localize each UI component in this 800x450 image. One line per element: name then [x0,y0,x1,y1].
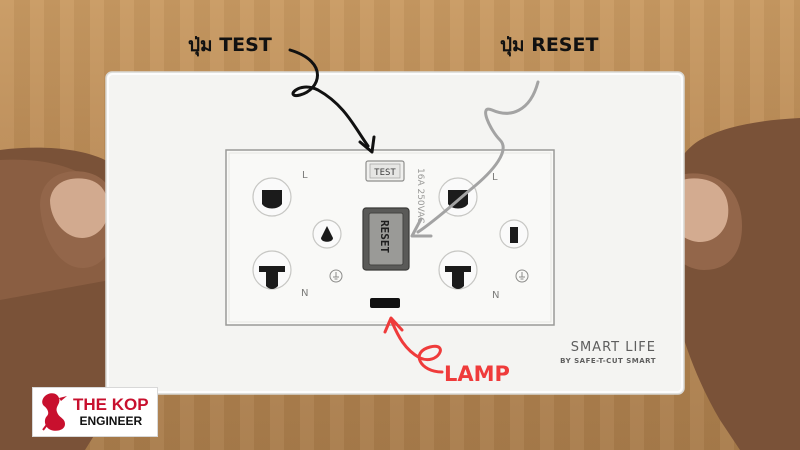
test-annotation-label: ปุ่ม TEST [188,34,272,56]
reset-annotation-label: ปุ่ม RESET [500,34,599,56]
right-N-mark: N [492,290,499,301]
reset-arrowhead [410,217,433,238]
left-thumbnail [50,178,109,238]
left-N-mark: N [301,288,308,299]
logo-text: THE KOP ENGINEER [73,394,149,429]
reset-arrow [416,80,540,234]
left-socket [252,177,343,290]
rating-mark: 16A 250VAC [415,168,425,224]
lamp-arrow [390,320,444,374]
channel-logo: THE KOP ENGINEER [32,387,158,437]
brand-name: SMART LIFE [570,340,656,355]
test-button-text: TEST [374,168,396,178]
lamp-arrowhead [383,316,404,334]
test-button[interactable]: TEST [365,160,405,182]
liverbird-crest-icon [42,393,67,431]
test-arrow [288,48,370,148]
left-L-mark: L [302,170,308,181]
test-arrowhead [358,135,376,154]
logo-line-2: ENGINEER [79,413,143,428]
brand-subtitle: BY SAFE-T-CUT SMART [560,357,656,365]
reset-button[interactable]: RESET [362,207,410,271]
reset-button-text: RESET [378,220,391,253]
right-L-mark: L [492,172,498,183]
logo-line-1: THE KOP [73,394,149,414]
lamp-annotation-label: LAMP [444,362,510,386]
lamp-indicator [370,298,400,308]
